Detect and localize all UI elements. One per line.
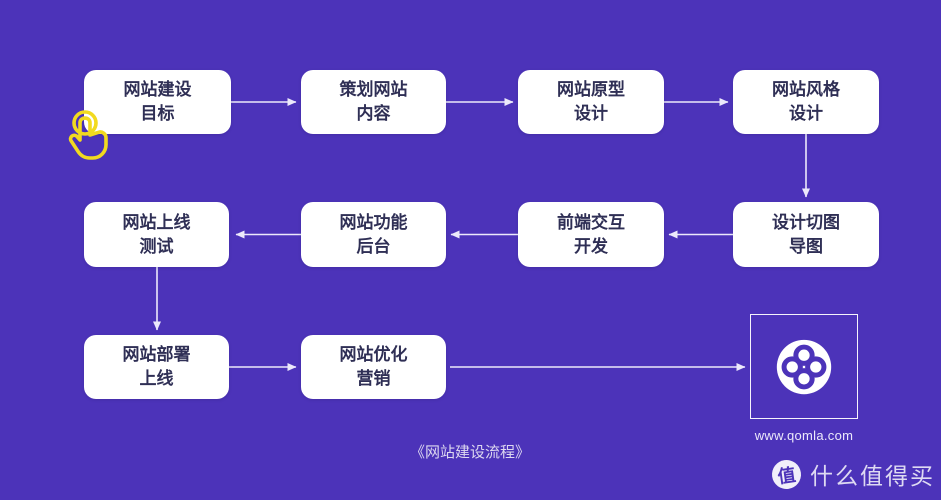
flow-node-goal: 网站建设 目标 [84,70,231,134]
qomla-logo-box [750,314,858,419]
flow-node-optimize-marketing: 网站优化 营销 [301,335,446,399]
flow-node-frontend-dev: 前端交互 开发 [518,202,664,267]
flow-node-online-testing: 网站上线 测试 [84,202,229,267]
flow-node-backend-features: 网站功能 后台 [301,202,446,267]
qomla-clover-icon [776,339,832,394]
hand-tap-icon [68,110,108,160]
flow-node-prototype-design: 网站原型 设计 [518,70,664,134]
flow-node-style-design: 网站风格 设计 [733,70,879,134]
flow-node-deploy-online: 网站部署 上线 [84,335,229,399]
flowchart-caption: 《网站建设流程》 [409,444,530,461]
smzdm-logo-icon: 值 [770,457,803,491]
flow-node-design-slicing: 设计切图 导图 [733,202,879,267]
flow-node-plan-content: 策划网站 内容 [301,70,446,134]
smzdm-watermark: 值 什么值得买 [770,457,935,491]
qomla-site-url: www.qomla.com [754,428,854,443]
smzdm-brand-text: 什么值得买 [810,463,935,489]
